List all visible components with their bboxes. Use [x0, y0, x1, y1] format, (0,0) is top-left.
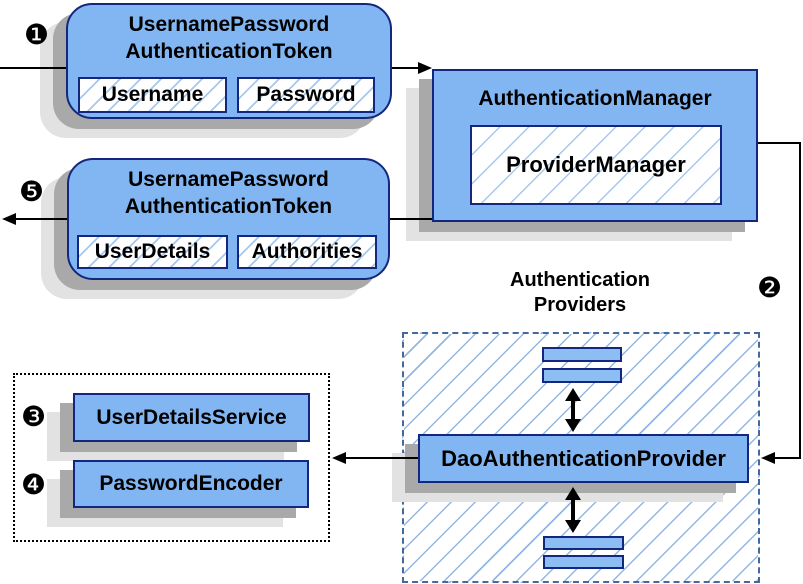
request-token-box: UsernamePassword AuthenticationToken Use… [66, 3, 392, 119]
userdetails-chip: UserDetails [77, 235, 228, 269]
manager-to-provider-line-top [758, 142, 801, 144]
request-token-title-line1: UsernamePassword [128, 13, 330, 36]
username-chip-label: Username [101, 83, 204, 106]
left-arrowhead-icon [761, 452, 775, 464]
password-chip: Password [237, 77, 375, 113]
manager-to-provider-line-right [799, 142, 801, 459]
result-out-line [16, 218, 67, 220]
password-encoder-label: PasswordEncoder [99, 472, 283, 495]
step-2-badge: ❷ [757, 271, 783, 304]
providers-heading: Authentication Providers [455, 268, 705, 318]
provider-slot-bar [543, 555, 624, 569]
right-arrowhead-icon [418, 62, 432, 74]
left-arrowhead-icon [2, 213, 16, 225]
provider-manager-label: ProviderManager [506, 152, 686, 177]
result-token-title: UsernamePassword AuthenticationToken [69, 160, 388, 220]
step-4-badge: ❹ [21, 468, 47, 501]
request-in-line [0, 67, 66, 69]
authentication-manager-box: AuthenticationManager ProviderManager [432, 69, 758, 222]
request-token-title: UsernamePassword AuthenticationToken [68, 5, 390, 65]
step-3-badge: ❸ [21, 400, 47, 433]
providers-heading-line2: Providers [533, 294, 627, 316]
token-to-manager-line [392, 67, 419, 69]
dao-authentication-provider-box: DaoAuthenticationProvider [418, 434, 749, 483]
provider-slot-bar [543, 536, 624, 550]
password-encoder-box: PasswordEncoder [73, 460, 309, 508]
dao-authentication-provider-label: DaoAuthenticationProvider [441, 445, 726, 471]
userdetails-chip-label: UserDetails [94, 240, 211, 263]
username-chip: Username [78, 77, 227, 113]
result-token-box: UsernamePassword AuthenticationToken Use… [67, 158, 390, 280]
manager-to-provider-line-bottom [775, 457, 801, 459]
manager-to-result-line [390, 218, 432, 220]
authorities-chip: Authorities [237, 235, 377, 269]
left-arrowhead-icon [332, 452, 346, 464]
user-details-service-box: UserDetailsService [73, 393, 310, 442]
authorities-chip-label: Authorities [251, 240, 363, 263]
provider-slot-bar [542, 368, 622, 383]
authentication-manager-title: AuthenticationManager [478, 87, 712, 110]
provider-slot-bar [542, 347, 622, 362]
updown-arrow-icon [565, 388, 581, 432]
request-token-title-line2: AuthenticationToken [125, 40, 333, 63]
providers-heading-line1: Authentication [510, 269, 650, 291]
password-chip-label: Password [256, 83, 356, 106]
updown-arrow-icon [565, 487, 581, 533]
provider-manager-chip: ProviderManager [470, 125, 722, 205]
step-1-badge: ❶ [24, 18, 50, 51]
result-token-title-line2: AuthenticationToken [124, 195, 333, 218]
user-details-service-label: UserDetailsService [96, 405, 287, 429]
result-token-title-line1: UsernamePassword [128, 168, 329, 191]
step-5-badge: ❺ [19, 175, 45, 208]
services-container [13, 373, 330, 542]
provider-to-services-line [346, 457, 418, 459]
